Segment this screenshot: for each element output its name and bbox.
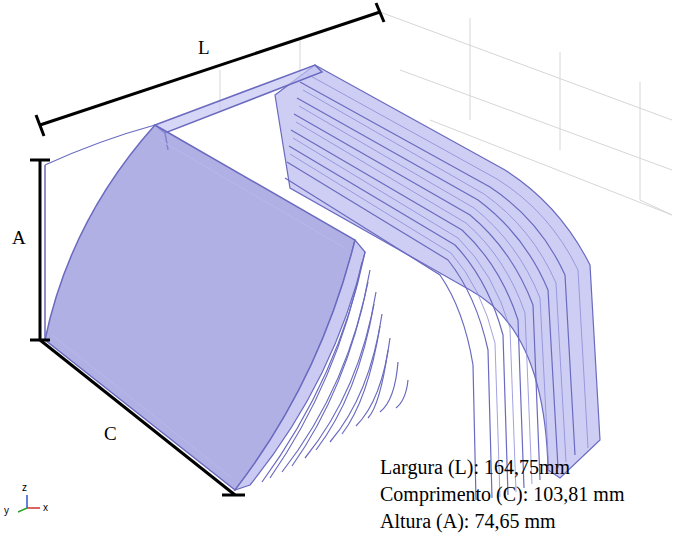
axis-label: z bbox=[22, 482, 27, 493]
dimension-brackets bbox=[30, 3, 384, 495]
dimension-value: Comprimento (C): 103,81 mm bbox=[380, 483, 624, 505]
axis-triad bbox=[18, 495, 40, 512]
dimension-value: Altura (A): 74,65 mm bbox=[380, 510, 556, 532]
dimension-letter: A bbox=[12, 228, 26, 249]
axis-label: x bbox=[43, 502, 48, 513]
axis-label: y bbox=[4, 505, 9, 516]
dimension-letter: C bbox=[104, 424, 117, 445]
dimension-letter: L bbox=[198, 38, 210, 59]
left-front-fins bbox=[235, 240, 408, 490]
dimension-value: Largura (L): 164,75mm bbox=[380, 456, 570, 478]
